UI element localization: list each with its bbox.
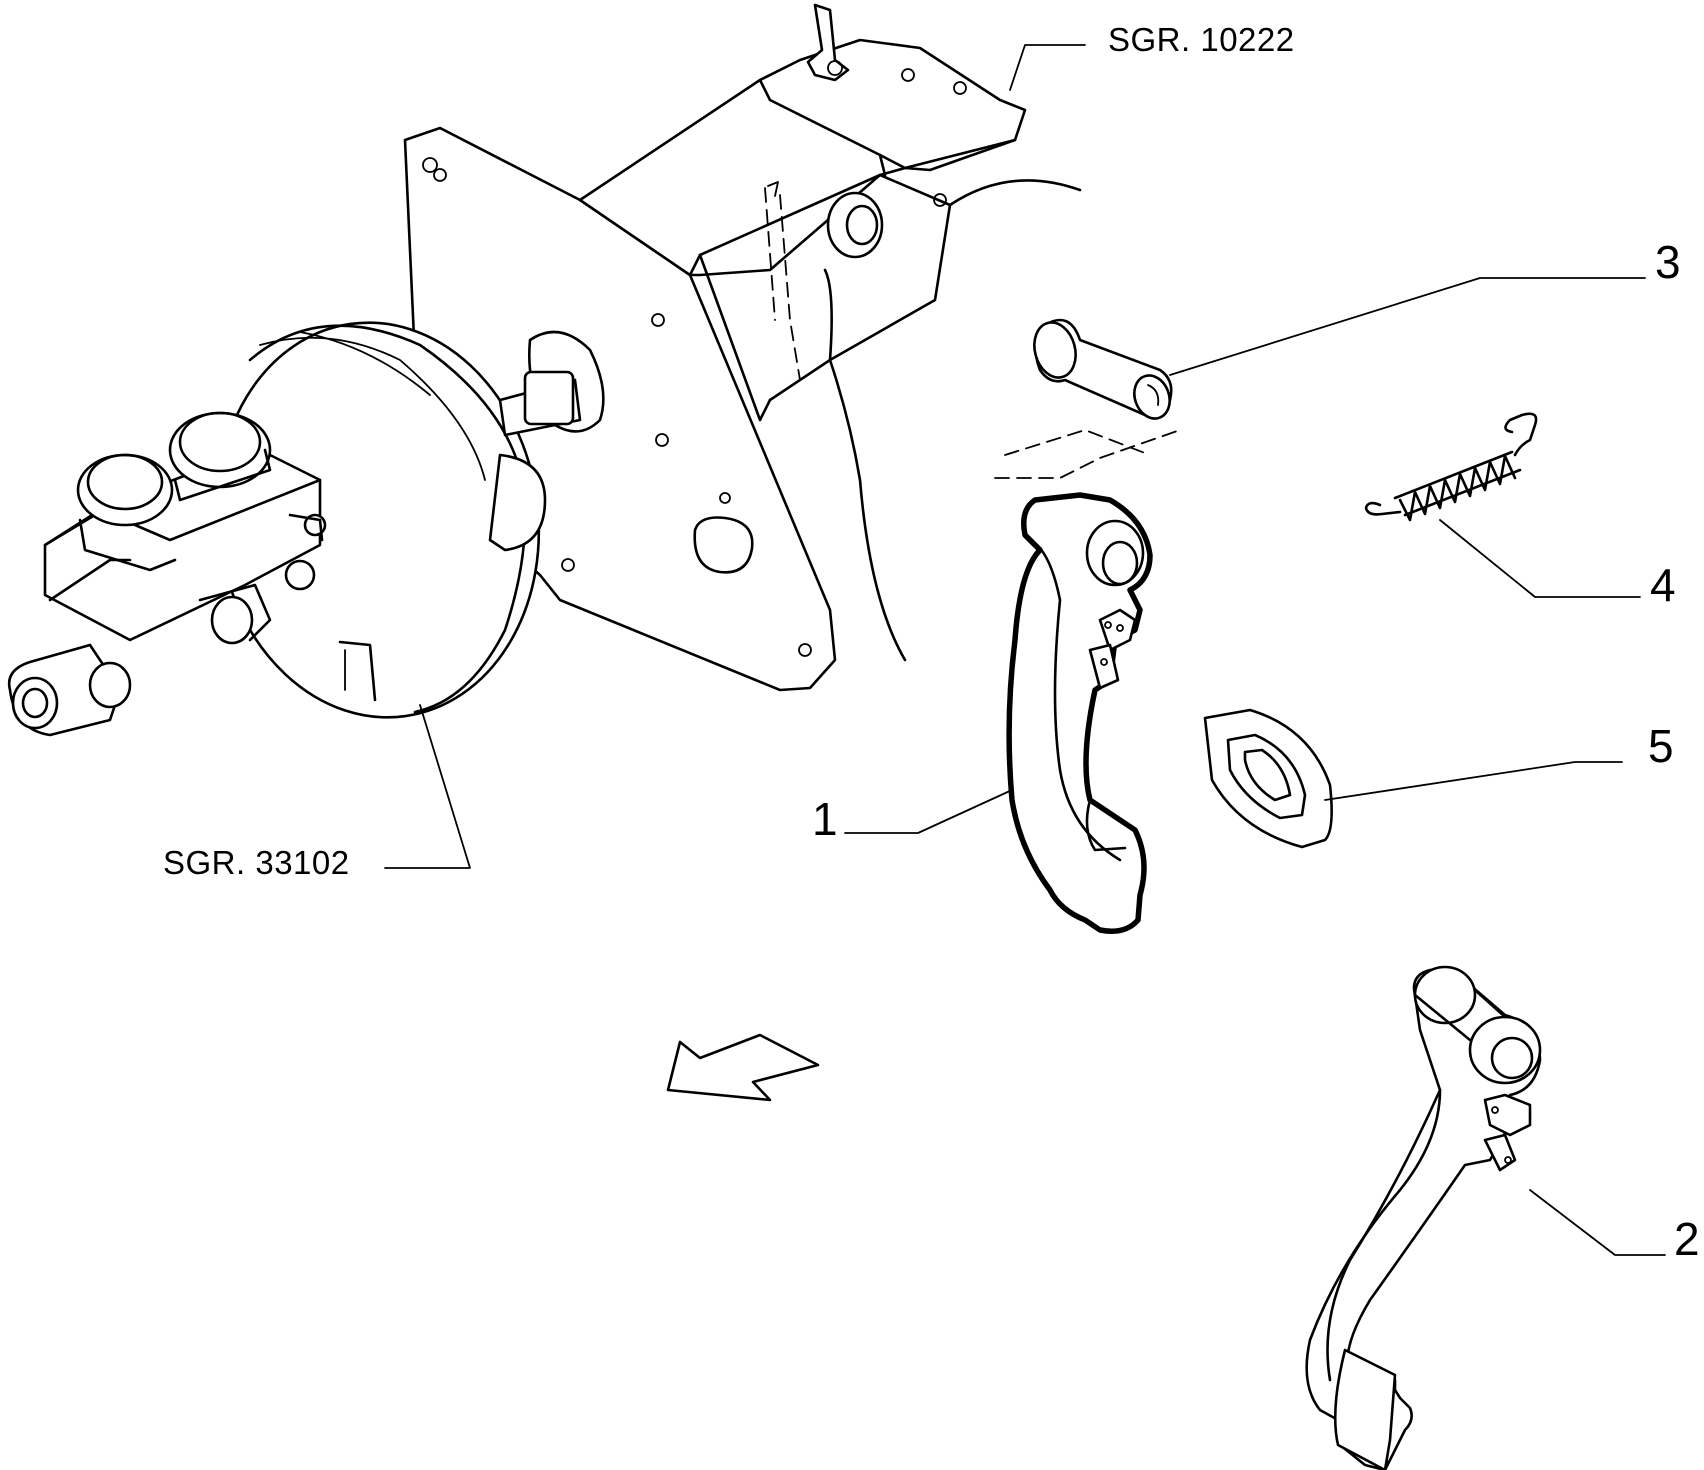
part-4-return-spring xyxy=(1364,412,1538,522)
reference-label-top: SGR. 10222 xyxy=(1108,21,1295,58)
part-label-1: 1 xyxy=(812,793,838,845)
part-label-5: 5 xyxy=(1648,720,1674,772)
reference-label-bottom: SGR. 33102 xyxy=(163,844,350,881)
leader-lines xyxy=(384,44,1666,1256)
part-5-pedal-rubber xyxy=(1203,708,1333,849)
direction-arrow-icon xyxy=(666,1033,820,1102)
part-label-2: 2 xyxy=(1674,1213,1700,1265)
part-2-pedal-assembly xyxy=(1305,965,1542,1470)
part-label-4: 4 xyxy=(1650,559,1676,611)
brake-servo-and-master-cylinder xyxy=(7,321,582,737)
part-label-3: 3 xyxy=(1655,236,1681,288)
part-1-brake-pedal xyxy=(1006,492,1153,934)
part-3-pivot-pin xyxy=(994,318,1181,479)
